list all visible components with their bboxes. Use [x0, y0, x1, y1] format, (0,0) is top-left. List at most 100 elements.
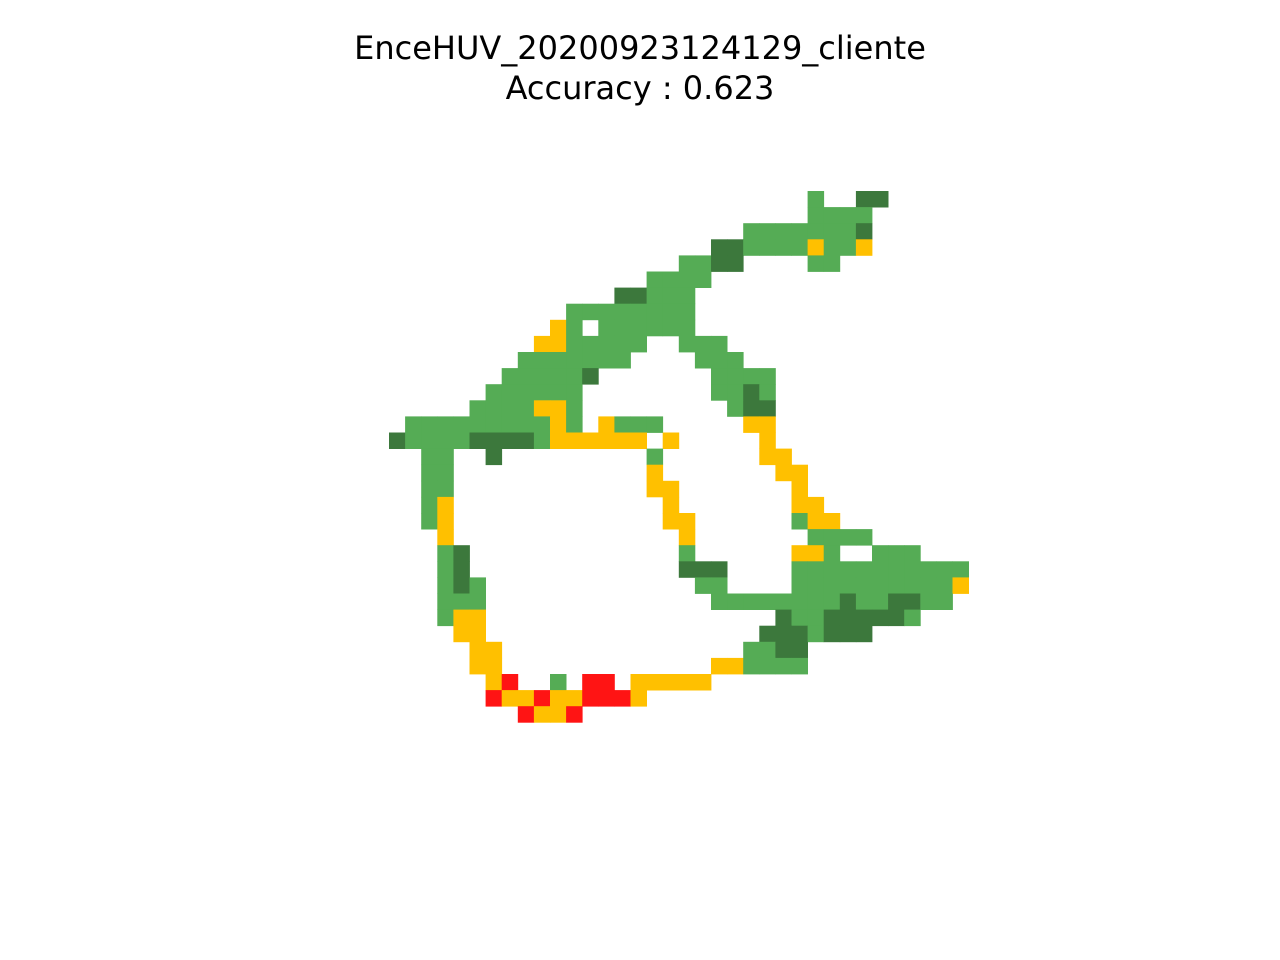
heatmap-cell — [759, 384, 776, 401]
heatmap-cell — [566, 384, 583, 401]
heatmap-cell — [662, 674, 680, 691]
heatmap-cell — [517, 400, 535, 417]
heatmap-cell — [630, 674, 647, 691]
heatmap-cell — [823, 609, 841, 627]
heatmap-cell — [807, 609, 825, 627]
heatmap-cell — [872, 561, 889, 578]
heatmap-cell — [421, 448, 438, 466]
heatmap-cell — [533, 400, 551, 417]
heatmap-cell — [678, 529, 696, 546]
heatmap-cell — [791, 480, 808, 498]
heatmap-cell — [791, 561, 808, 578]
heatmap-cell — [566, 432, 583, 449]
heatmap-cell — [807, 561, 825, 578]
heatmap-cell — [759, 448, 776, 466]
heatmap-cell — [421, 513, 438, 530]
heatmap-cell — [775, 239, 792, 256]
heatmap-cell — [501, 368, 519, 385]
heatmap-cell — [662, 432, 680, 449]
heatmap-cell — [791, 593, 808, 610]
heatmap-cell — [566, 352, 583, 369]
heatmap-cell — [888, 609, 905, 627]
heatmap-cell — [952, 577, 969, 594]
heatmap-cell — [823, 577, 841, 594]
heatmap-cell — [662, 287, 680, 305]
heatmap-cell — [759, 657, 776, 675]
heatmap-cell — [533, 384, 551, 401]
heatmap-cell — [678, 255, 696, 272]
heatmap-cell — [888, 593, 905, 610]
heatmap-cell — [550, 674, 567, 691]
heatmap-cell — [630, 432, 647, 449]
heatmap-cell — [469, 432, 486, 449]
heatmap-cell — [582, 303, 599, 321]
heatmap-cell — [711, 593, 728, 610]
heatmap-cell — [807, 625, 825, 643]
heatmap-cell — [807, 529, 825, 546]
heatmap-cell — [855, 561, 873, 578]
heatmap-cell — [598, 319, 615, 337]
heatmap-cell — [727, 352, 744, 369]
heatmap-cell — [582, 690, 599, 707]
heatmap-cell — [485, 690, 503, 707]
heatmap-cell — [855, 223, 873, 240]
heatmap-cell — [662, 271, 680, 288]
heatmap-cell — [566, 335, 583, 353]
heatmap-cell — [582, 674, 599, 691]
heatmap-cell — [807, 239, 825, 256]
heatmap-cell — [711, 352, 728, 369]
heatmap-cell — [711, 561, 728, 578]
heatmap-cell — [775, 593, 792, 610]
heatmap-cell — [437, 448, 454, 466]
heatmap-cell — [501, 384, 519, 401]
heatmap-cell — [533, 335, 551, 353]
heatmap-cell — [453, 625, 470, 643]
heatmap-cell — [389, 432, 406, 449]
heatmap-cell — [566, 400, 583, 417]
heatmap-cell — [517, 368, 535, 385]
heatmap-cell — [533, 706, 551, 723]
heatmap-cell — [566, 319, 583, 337]
heatmap-cell — [807, 496, 825, 514]
heatmap-cell — [614, 319, 631, 337]
heatmap-cell — [888, 577, 905, 594]
heatmap-cell — [646, 416, 664, 433]
heatmap-cell — [614, 303, 631, 321]
heatmap-cell — [678, 303, 696, 321]
heatmap-cell — [727, 400, 744, 417]
heatmap-cell — [646, 303, 664, 321]
heatmap-cell — [469, 577, 486, 594]
heatmap-cell — [694, 335, 712, 353]
heatmap-cell — [485, 416, 503, 433]
heatmap-cell — [646, 448, 664, 466]
heatmap-cell — [630, 690, 647, 707]
heatmap-cell — [437, 496, 454, 514]
heatmap-cell — [582, 335, 599, 353]
heatmap-cell — [694, 561, 712, 578]
heatmap-cell — [678, 271, 696, 288]
heatmap-cell — [582, 368, 599, 385]
heatmap-cell — [421, 480, 438, 498]
heatmap-cell — [759, 368, 776, 385]
heatmap-cell — [533, 368, 551, 385]
heatmap-cell — [469, 400, 486, 417]
heatmap-cell — [936, 577, 953, 594]
chart-title: EnceHUV_20200923124129_cliente — [354, 29, 926, 67]
heatmap-cell — [582, 432, 599, 449]
heatmap-cell — [614, 335, 631, 353]
heatmap-cell — [775, 223, 792, 240]
heatmap-cell — [823, 207, 841, 224]
heatmap-cell — [823, 513, 841, 530]
heatmap-cell — [678, 287, 696, 305]
heatmap-cell — [855, 239, 873, 256]
heatmap-cell — [823, 529, 841, 546]
heatmap-cell — [437, 513, 454, 530]
heatmap-cell — [839, 207, 857, 224]
heatmap-cell — [598, 674, 615, 691]
heatmap-cell — [743, 641, 760, 659]
heatmap-cell — [437, 545, 454, 562]
heatmap-cell — [485, 384, 503, 401]
heatmap-cell — [678, 513, 696, 530]
heatmap-cell — [453, 593, 470, 610]
